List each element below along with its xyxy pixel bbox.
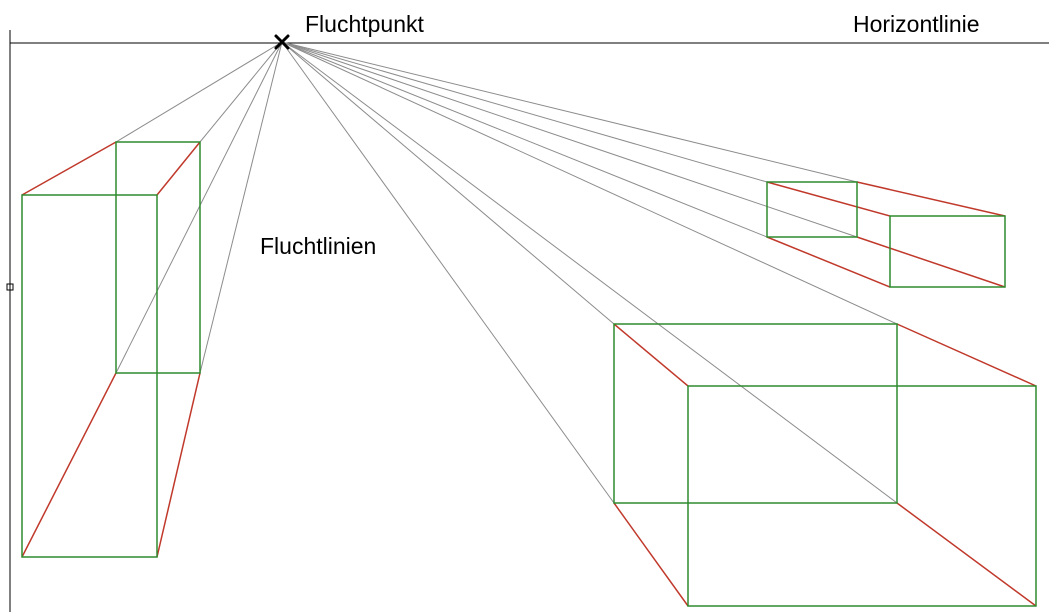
vanishing-lines [115, 41, 898, 504]
front-face [889, 215, 1006, 288]
box-upper-right-faces [766, 181, 1006, 288]
vanishing-line [115, 41, 283, 143]
box-upper-right-receding-edges [766, 181, 1006, 288]
box-lower-right-receding-edges [613, 323, 1037, 607]
front-face [687, 385, 1037, 607]
vanishing-line [281, 41, 898, 325]
x-mark-icon [274, 34, 290, 50]
receding-edge [156, 372, 201, 558]
horizon-line-label: Horizontlinie [853, 11, 980, 37]
vanishing-line [281, 41, 615, 504]
box-upper-right [766, 181, 1006, 288]
vanishing-line [281, 41, 858, 183]
receding-edge [856, 236, 1006, 288]
receding-edge [21, 372, 117, 558]
vanishing-point-label: Fluchtpunkt [305, 11, 424, 37]
vanishing-line [281, 41, 858, 238]
vanishing-line [281, 41, 768, 238]
box-left [21, 141, 201, 558]
vanishing-lines-label: Fluchtlinien [260, 233, 377, 259]
receding-edge [613, 502, 689, 607]
vanishing-line [281, 41, 898, 504]
vanishing-line [199, 41, 283, 143]
back-face [115, 141, 201, 374]
vanishing-line [199, 41, 283, 374]
front-face [21, 194, 158, 558]
box-left-faces [21, 141, 201, 558]
receding-edge [613, 323, 689, 387]
receding-edge [766, 181, 891, 217]
box-left-receding-edges [21, 141, 201, 558]
box-lower-right [613, 323, 1037, 607]
receding-edge [766, 236, 891, 288]
vanishing-line [281, 41, 615, 325]
receding-edge [896, 323, 1037, 387]
receding-edge [856, 181, 1006, 217]
side-marker [6, 283, 14, 291]
receding-edge [21, 141, 117, 196]
back-face [613, 323, 898, 504]
receding-edge [156, 141, 201, 196]
vanishing-line [281, 41, 768, 183]
receding-edge [896, 502, 1037, 607]
box-lower-right-faces [613, 323, 1037, 607]
back-face [766, 181, 858, 238]
vanishing-line [115, 41, 283, 374]
